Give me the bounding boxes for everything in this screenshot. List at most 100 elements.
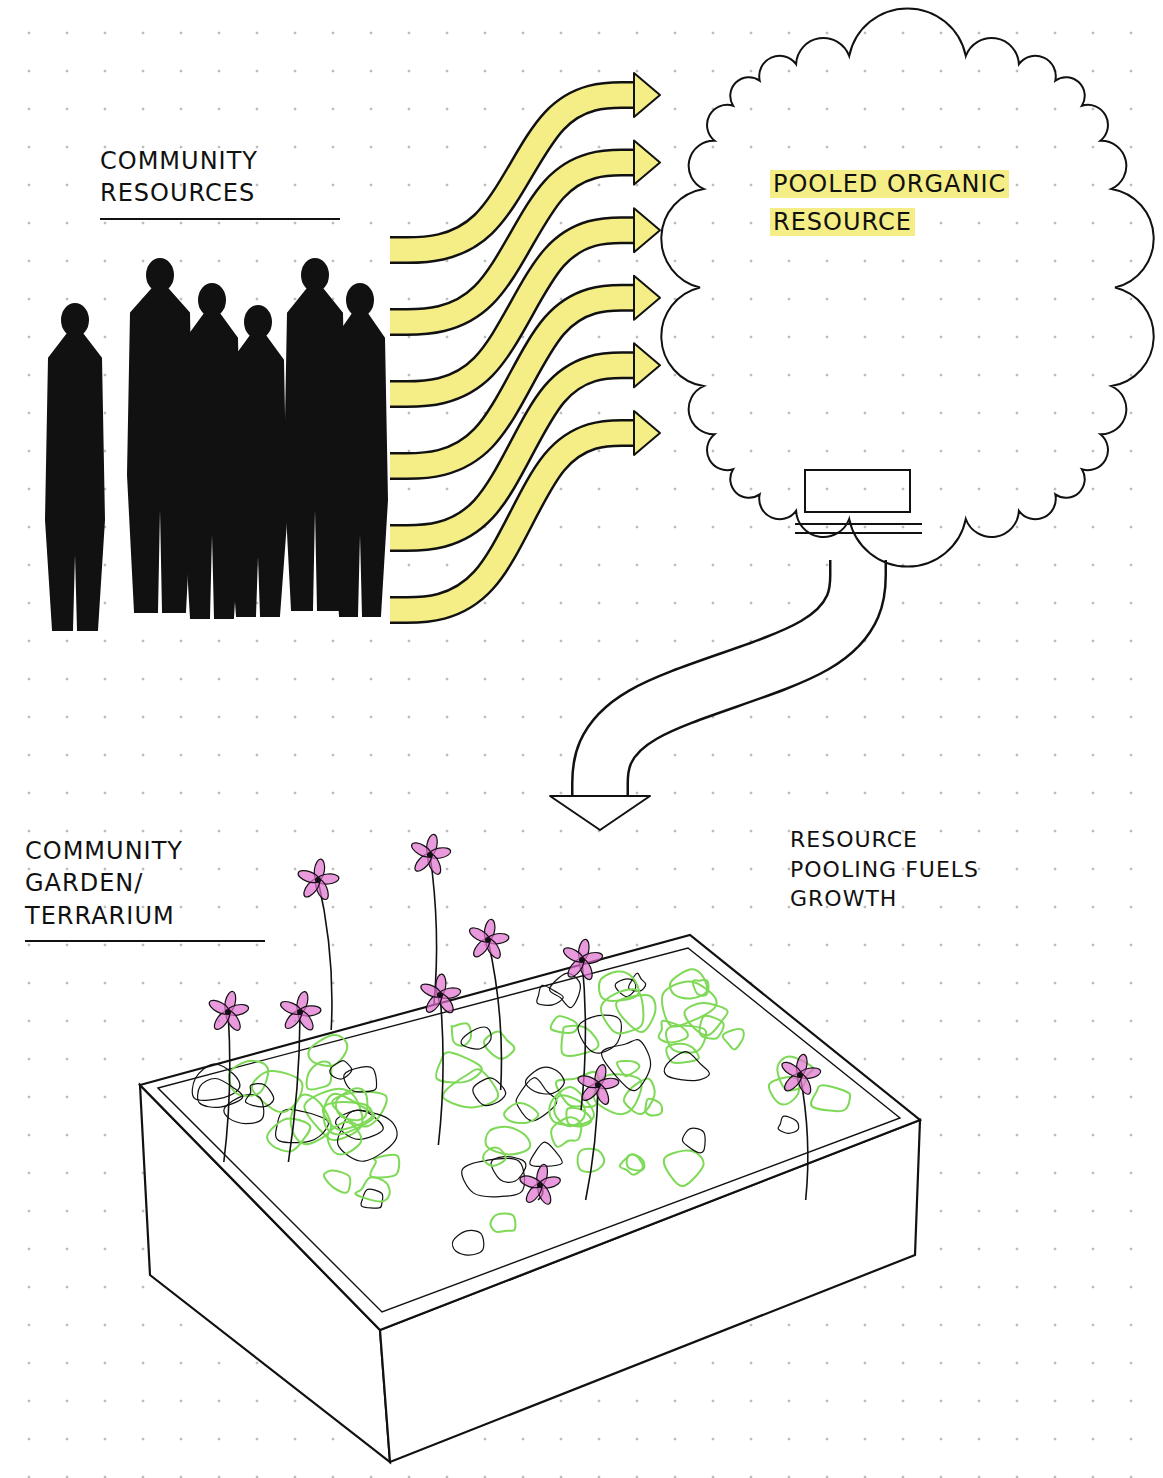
foliage-scribble <box>504 1103 538 1123</box>
foliage-scribble <box>324 1171 350 1193</box>
flower-centre <box>315 877 321 883</box>
flower-petal <box>577 1074 601 1090</box>
person-head <box>301 258 329 292</box>
flower-centre <box>485 937 491 943</box>
flower-petal <box>409 840 433 860</box>
group-node: COMMUNITY GARDEN/ TERRARIUM <box>20 830 920 1460</box>
pipe-cap <box>795 470 922 533</box>
planter-top <box>140 935 920 1330</box>
person-head <box>198 283 226 317</box>
planter-box <box>140 935 920 1462</box>
pipe-cap-line <box>795 523 922 525</box>
foliage-scribble <box>336 1088 368 1120</box>
foliage-scribble <box>330 1061 352 1079</box>
flower-centre <box>579 957 585 963</box>
foliage-scribble <box>594 1074 642 1114</box>
foliage-scribble <box>307 1062 332 1090</box>
text-block: POOLED ORGANIC RESOURCE <box>770 165 1020 242</box>
foliage-scribble <box>723 1029 744 1050</box>
text-block: COMMUNITY RESOURCES <box>100 145 340 220</box>
flower-centre <box>797 1072 803 1078</box>
foliage-scribble <box>662 982 717 1027</box>
foliage-scribble <box>198 1079 243 1108</box>
flower-stem <box>586 1085 598 1200</box>
flower-centre <box>297 1009 303 1015</box>
foliage-scribble <box>462 1158 525 1197</box>
flower-petal <box>419 981 443 1000</box>
foliage-scribble <box>484 1031 514 1058</box>
node-text: COMMUNITY GARDEN/ TERRARIUM <box>25 837 183 930</box>
flower-petal <box>518 1174 542 1190</box>
foliage-scribble <box>355 1177 390 1201</box>
foliage-scribble <box>526 1067 565 1094</box>
arrow-band <box>600 560 858 798</box>
node-text: POOLED ORGANIC RESOURCE <box>770 170 1009 236</box>
arrow-head <box>634 208 660 252</box>
foliage-scribble <box>276 1109 329 1142</box>
flower-centre <box>595 1082 601 1088</box>
flower-petal <box>297 868 321 885</box>
flower-petal <box>279 999 303 1017</box>
foliage <box>192 969 850 1255</box>
arrow-outline <box>600 560 858 798</box>
cloud-node: POOLED ORGANIC RESOURCE <box>660 15 1155 560</box>
foliage-scribble <box>549 973 580 1007</box>
people-silhouettes <box>46 258 387 630</box>
arrow-head <box>634 276 660 320</box>
pipe-cap-line <box>795 532 922 534</box>
flower-petal <box>780 1059 804 1079</box>
flower-centre <box>225 1009 231 1015</box>
arrow-head <box>550 796 650 830</box>
foliage-scribble <box>624 1079 655 1115</box>
foliage-scribble <box>461 1027 491 1049</box>
person-body <box>230 334 286 616</box>
flowers <box>207 833 821 1206</box>
node-outline <box>660 15 1155 560</box>
flower-stem <box>488 940 501 1090</box>
foliage-scribble <box>664 1150 704 1186</box>
flower-petal <box>207 998 231 1017</box>
foliage-scribble <box>601 989 644 1033</box>
foliage-scribble <box>685 1003 728 1035</box>
foliage-scribble <box>229 1061 268 1096</box>
foliage-scribble <box>778 1116 799 1133</box>
person-head <box>244 305 272 339</box>
arrow-band <box>390 433 636 610</box>
flower-stem <box>438 995 443 1145</box>
group-node: COMMUNITY RESOURCES <box>40 145 390 645</box>
foliage-scribble <box>452 1230 483 1255</box>
flower-stem <box>581 960 585 1110</box>
person-head <box>61 303 89 337</box>
foliage-scribble <box>530 1142 563 1166</box>
foliage-scribble <box>443 1069 498 1107</box>
foliage-scribble <box>615 979 636 997</box>
arrow-head <box>634 141 660 185</box>
arrow-head <box>634 411 660 455</box>
text-block: COMMUNITY GARDEN/ TERRARIUM <box>25 835 265 942</box>
flow-arrow <box>390 411 660 610</box>
foliage-scribble <box>811 1085 850 1111</box>
person-head <box>146 258 174 292</box>
edge-label-block: RESOURCE POOLING FUELS GROWTH <box>790 825 1000 914</box>
foliage-scribble <box>224 1095 264 1124</box>
foliage-scribble <box>666 1025 706 1052</box>
edge-label: RESOURCE POOLING FUELS GROWTH <box>790 827 979 911</box>
flower-petal <box>561 945 585 965</box>
flower-stem <box>224 1012 230 1162</box>
flower-petal <box>467 925 491 945</box>
person-body <box>333 312 387 616</box>
flower-stem <box>288 1012 300 1162</box>
foliage-scribble <box>664 1052 709 1081</box>
flower-centre <box>427 852 433 858</box>
arrow-head <box>634 73 660 117</box>
foliage-scribble <box>267 1119 310 1152</box>
foliage-scribble <box>486 1127 531 1155</box>
flow-arrow <box>550 560 858 830</box>
foliage-scribble <box>370 1155 399 1178</box>
foliage-scribble <box>324 1094 375 1135</box>
pipe-cap-box <box>805 470 910 512</box>
foliage-scribble <box>245 1084 273 1107</box>
node-text: COMMUNITY RESOURCES <box>100 147 258 207</box>
foliage-scribble <box>617 1061 639 1076</box>
